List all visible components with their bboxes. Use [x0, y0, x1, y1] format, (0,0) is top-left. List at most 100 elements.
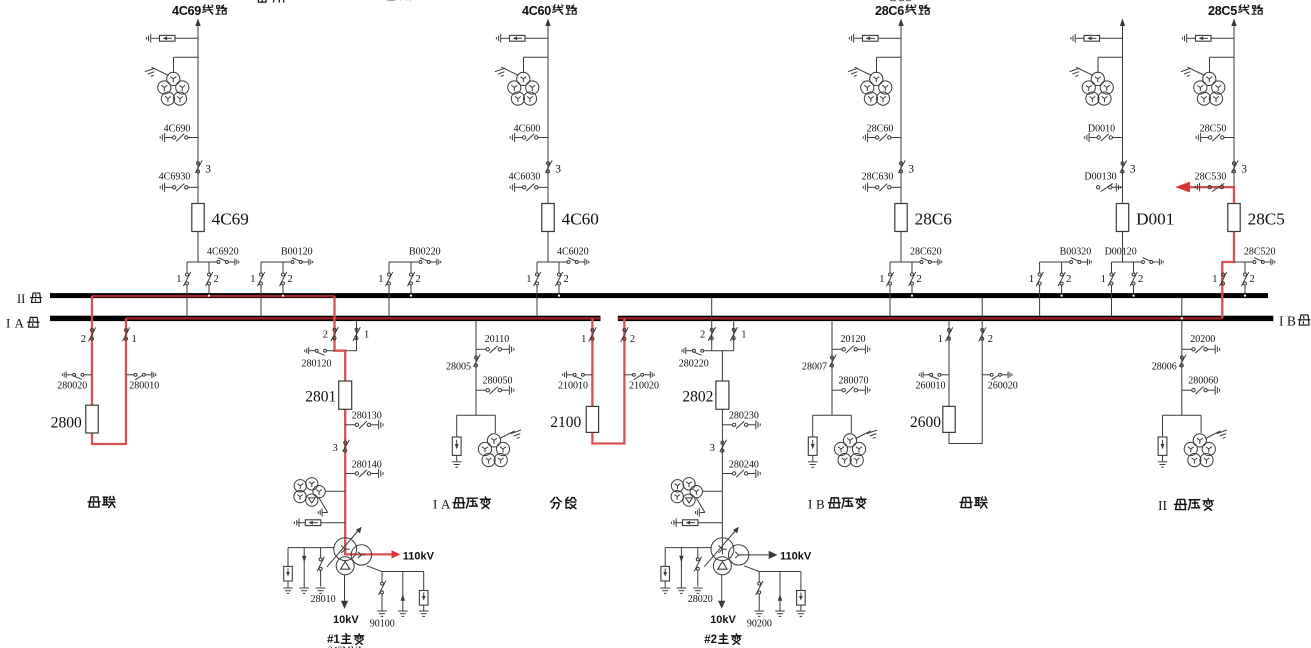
svg-text:3: 3	[332, 443, 337, 454]
svg-text:2801: 2801	[305, 389, 336, 406]
svg-text:28C6: 28C6	[875, 4, 904, 18]
svg-text:2100: 2100	[550, 414, 581, 431]
svg-text:20120: 20120	[841, 334, 866, 345]
svg-text:1: 1	[1212, 274, 1217, 285]
svg-text:110kV: 110kV	[403, 550, 435, 562]
svg-text:1: 1	[938, 334, 943, 345]
svg-text:I B: I B	[1279, 314, 1296, 329]
svg-text:1: 1	[1101, 274, 1106, 285]
svg-text:28020: 28020	[688, 594, 713, 605]
svg-text:260010: 260010	[916, 381, 946, 392]
svg-text:280020: 280020	[57, 381, 87, 392]
svg-text:2: 2	[1138, 274, 1143, 285]
svg-text:90200: 90200	[747, 619, 772, 630]
svg-text:2802: 2802	[682, 389, 713, 406]
svg-text:28C520: 28C520	[1244, 247, 1276, 258]
svg-text:1: 1	[250, 274, 255, 285]
svg-text:4C60: 4C60	[562, 209, 599, 228]
svg-text:280010: 280010	[129, 381, 159, 392]
svg-text:4C6920: 4C6920	[207, 247, 239, 258]
svg-text:28C530: 28C530	[1195, 171, 1227, 182]
svg-text:280230: 280230	[729, 411, 759, 422]
svg-text:28C50: 28C50	[1200, 123, 1227, 134]
svg-text:3: 3	[205, 164, 211, 176]
svg-text:2: 2	[214, 274, 219, 285]
svg-text:28C5: 28C5	[1208, 4, 1237, 18]
svg-text:28C6: 28C6	[915, 209, 953, 228]
svg-text:D001: D001	[1136, 209, 1174, 228]
svg-text:B: B	[816, 497, 825, 512]
svg-text:D00120: D00120	[1105, 247, 1137, 258]
svg-text:2: 2	[1066, 274, 1071, 285]
svg-text:28C620: 28C620	[910, 247, 942, 258]
svg-text:280240: 280240	[729, 460, 759, 471]
svg-text:1: 1	[526, 274, 531, 285]
svg-text:20110: 20110	[485, 334, 510, 345]
svg-text:2800: 2800	[51, 414, 82, 431]
svg-text:28C5: 28C5	[1248, 209, 1285, 228]
svg-text:I: I	[808, 497, 812, 512]
svg-text:280130: 280130	[352, 411, 382, 422]
svg-text:2: 2	[323, 329, 328, 340]
svg-text:28010: 28010	[311, 594, 336, 605]
svg-text:II: II	[1158, 498, 1167, 513]
svg-text:3: 3	[710, 443, 715, 454]
svg-text:10kV: 10kV	[333, 614, 359, 626]
svg-text:240MVA: 240MVA	[328, 646, 363, 648]
svg-text:2: 2	[1250, 274, 1255, 285]
svg-text:A: A	[441, 497, 451, 512]
svg-text:2: 2	[630, 334, 635, 345]
svg-text:D0010: D0010	[1088, 123, 1115, 134]
svg-text:II: II	[17, 292, 25, 306]
svg-text:3: 3	[1241, 164, 1247, 176]
svg-text:4C600: 4C600	[514, 123, 541, 134]
svg-text:#1: #1	[327, 634, 340, 646]
svg-text:4C6930: 4C6930	[159, 172, 191, 183]
svg-text:4C69: 4C69	[172, 4, 201, 18]
svg-text:4C6030: 4C6030	[509, 172, 541, 183]
svg-text:10kV: 10kV	[710, 614, 736, 626]
svg-text:B00220: B00220	[409, 247, 441, 258]
svg-text:28005: 28005	[446, 362, 471, 373]
svg-text:28007: 28007	[802, 362, 827, 373]
svg-text:20200: 20200	[1190, 334, 1215, 345]
svg-text:2: 2	[700, 329, 705, 340]
svg-text:210010: 210010	[558, 381, 588, 392]
svg-text:1: 1	[132, 334, 137, 345]
svg-text:I: I	[433, 497, 437, 512]
svg-text:2600: 2600	[910, 414, 941, 431]
svg-text:A: A	[15, 316, 25, 331]
svg-text:90100: 90100	[370, 619, 395, 630]
svg-text:1: 1	[1029, 274, 1034, 285]
svg-text:4C6020: 4C6020	[557, 247, 589, 258]
svg-text:1: 1	[581, 334, 586, 345]
svg-text:280070: 280070	[839, 375, 869, 386]
svg-text:110kV: 110kV	[780, 550, 812, 562]
svg-text:28C630: 28C630	[862, 172, 894, 183]
svg-text:2: 2	[81, 334, 86, 345]
svg-text:1: 1	[378, 274, 383, 285]
svg-text:260020: 260020	[988, 381, 1018, 392]
svg-text:D00130: D00130	[1084, 172, 1116, 183]
svg-text:B00120: B00120	[281, 247, 313, 258]
svg-text:B00320: B00320	[1060, 247, 1092, 258]
svg-text:3: 3	[1130, 164, 1136, 176]
svg-text:280220: 280220	[679, 359, 709, 370]
svg-text:2: 2	[917, 274, 922, 285]
svg-text:2: 2	[288, 274, 293, 285]
svg-text:1: 1	[879, 274, 884, 285]
svg-text:1: 1	[176, 274, 181, 285]
svg-text:4C690: 4C690	[164, 123, 191, 134]
svg-text:3: 3	[555, 164, 561, 176]
svg-text:2: 2	[416, 274, 421, 285]
svg-text:#2: #2	[704, 634, 717, 646]
svg-text:3: 3	[908, 164, 914, 176]
svg-text:2: 2	[988, 334, 993, 345]
svg-text:280120: 280120	[302, 359, 332, 370]
svg-text:4C60: 4C60	[522, 4, 551, 18]
svg-text:1: 1	[364, 329, 369, 340]
svg-text:2: 2	[564, 274, 569, 285]
svg-text:4C69: 4C69	[212, 209, 249, 228]
svg-text:280060: 280060	[1188, 375, 1218, 386]
svg-text:280050: 280050	[483, 375, 513, 386]
